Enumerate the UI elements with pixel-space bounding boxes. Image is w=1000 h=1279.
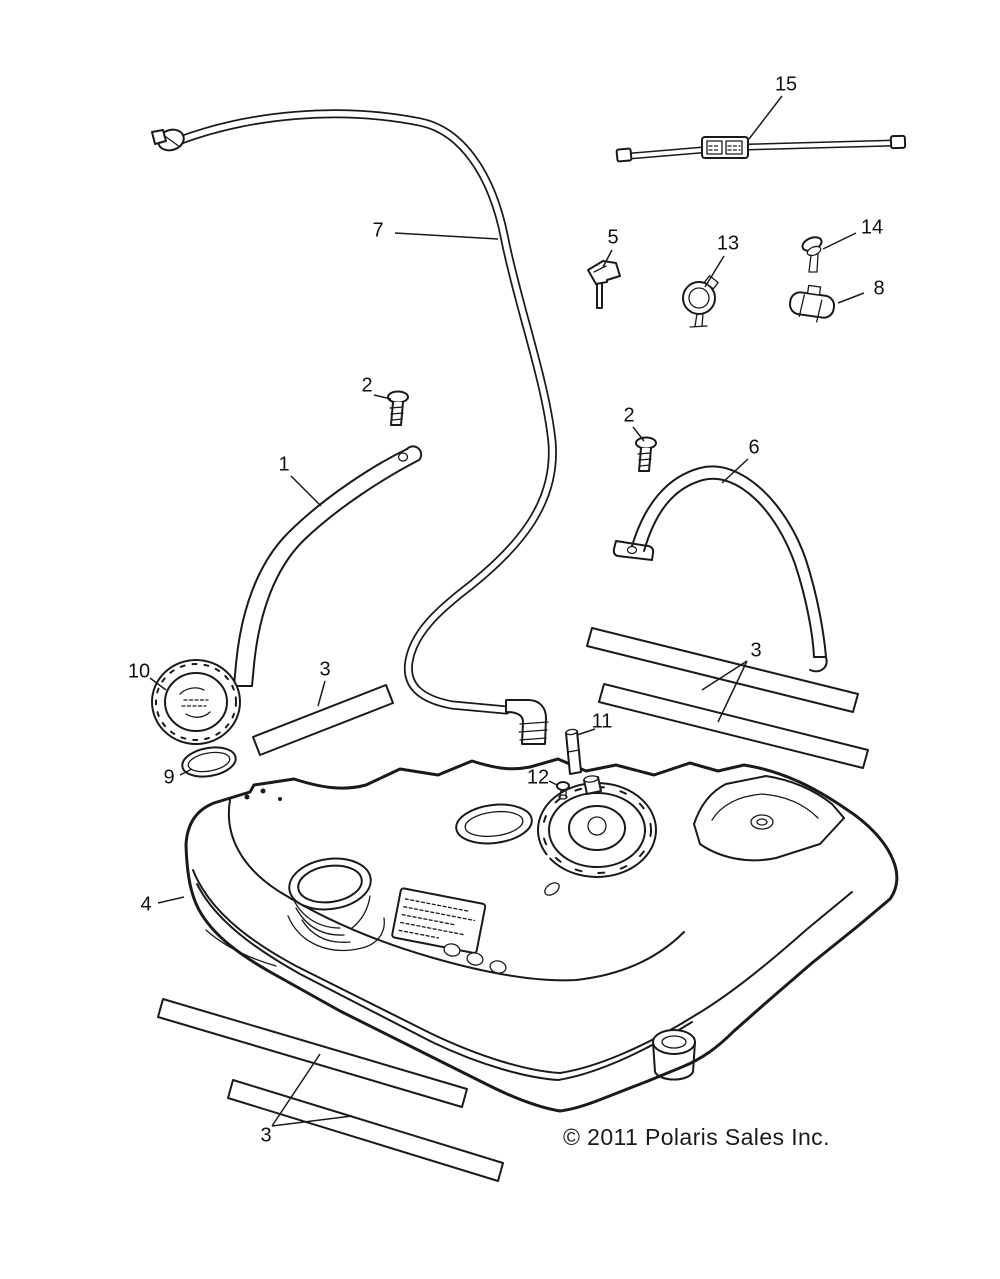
vent-grommet [556, 781, 570, 800]
callout-14: 14 [860, 216, 884, 239]
callout-4: 4 [140, 893, 152, 916]
tank-recess [455, 803, 533, 845]
tank-strap-rear [612, 465, 828, 673]
callout-2-right: 2 [623, 404, 635, 427]
vent-line [615, 134, 907, 163]
fuel-hose [151, 109, 557, 745]
callout-3-middle: 3 [319, 658, 331, 681]
tank-label [391, 887, 487, 954]
hose-clamp [682, 275, 719, 328]
callout-9: 9 [163, 766, 175, 789]
cap-gasket [181, 746, 237, 778]
rivet [801, 236, 823, 273]
tank-drain-boss [652, 1029, 696, 1081]
hose-clip [587, 260, 621, 309]
foam-strip-bottom-upper [157, 998, 468, 1108]
callout-11: 11 [591, 710, 613, 733]
callout-leader-lines [149, 95, 865, 1127]
callout-10: 10 [127, 660, 151, 683]
callout-15: 15 [774, 73, 798, 96]
callout-5: 5 [607, 226, 619, 249]
callout-2-left: 2 [361, 374, 373, 397]
push-screw-right [635, 436, 657, 472]
tank-strap-front [233, 445, 423, 687]
callout-13: 13 [716, 232, 740, 255]
callout-1: 1 [278, 453, 290, 476]
tank-rear-hump [693, 775, 845, 862]
foam-strip-right-upper [586, 627, 859, 713]
callout-6: 6 [748, 436, 760, 459]
copyright-text: © 2011 Polaris Sales Inc. [563, 1124, 830, 1150]
fuel-tank-body [184, 757, 899, 1113]
foam-strip-right-lower [598, 683, 869, 769]
callout-7: 7 [372, 219, 384, 242]
fuel-cap [151, 659, 241, 745]
push-screw-left [387, 390, 409, 426]
callout-3-bottom: 3 [260, 1124, 272, 1147]
filler-neck [287, 857, 385, 952]
vent-standpipe [565, 728, 582, 775]
callout-3-right: 3 [750, 639, 762, 662]
foam-strip-bottom-lower [227, 1079, 504, 1182]
fuel-pump-module [537, 775, 657, 897]
line-retainer-clip [788, 284, 836, 323]
foam-strip-middle-left [252, 684, 394, 756]
callout-12: 12 [526, 766, 550, 789]
callout-8: 8 [873, 277, 885, 300]
